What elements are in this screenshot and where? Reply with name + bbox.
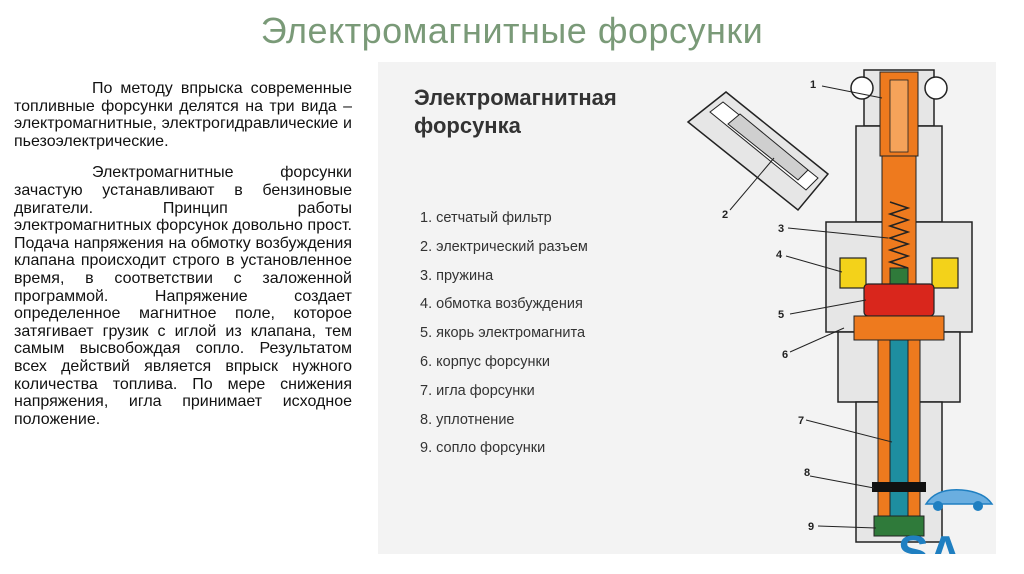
callout-lines [729,85,893,529]
car-icon [924,489,994,505]
callout-1: 1 [810,79,816,91]
callout-2: 2 [722,209,728,221]
legend-item-seal: 8. уплотнение [420,411,515,428]
paragraph-intro: По методу впрыска современные топливные … [14,80,352,150]
callout-3: 3 [778,223,784,235]
seal [872,482,926,492]
coil-left [839,257,867,289]
armature-base [853,315,945,341]
legend-item-armature: 5. якорь электромагнита [420,325,586,342]
legend-item-nozzle: 9. сопло форсунки [420,440,546,457]
figure-title-line1: Электромагнитная [414,85,617,110]
sa-logo: SA [898,489,994,554]
armature [863,283,935,317]
slide-title: Электромагнитные форсунки [260,10,764,51]
callout-7: 7 [798,415,804,427]
legend-item-housing: 6. корпус форсунки [420,353,550,370]
callout-8: 8 [804,467,810,479]
paragraph-principle: Электромагнитные форсунки зачастую устан… [14,164,352,428]
legend-item-filter: 1. сетчатый фильтр [420,210,552,226]
injector-figure: Электромагнитная форсунка 1. сетчатый фи… [378,62,996,554]
legend-item-needle: 7. игла форсунки [420,382,535,399]
spring [887,201,911,269]
callout-4: 4 [776,249,783,261]
mesh-filter [889,79,909,153]
callout-9: 9 [808,521,814,533]
callout-5: 5 [778,309,784,321]
needle [889,339,909,527]
electrical-connector [686,91,830,212]
coil-right [931,257,959,289]
injector-cross-section: 1 2 3 4 5 6 7 8 9 SA [686,69,994,554]
callout-6: 6 [782,349,788,361]
fuel-passage [881,155,917,287]
nozzle [873,515,925,537]
legend-item-spring: 3. пружина [420,267,494,284]
legend-item-coil: 4. обмотка возбуждения [420,296,583,313]
spring-seat [889,267,909,285]
legend-item-connector: 2. электрический разъем [420,238,588,255]
figure-title: Электромагнитная форсунка [414,84,694,140]
body-text: По методу впрыска современные топливные … [14,80,352,442]
figure-title-line2: форсунка [414,113,521,138]
parts-legend: 1. сетчатый фильтр 2. электрический разъ… [420,204,588,463]
logo-text: SA [898,526,962,554]
